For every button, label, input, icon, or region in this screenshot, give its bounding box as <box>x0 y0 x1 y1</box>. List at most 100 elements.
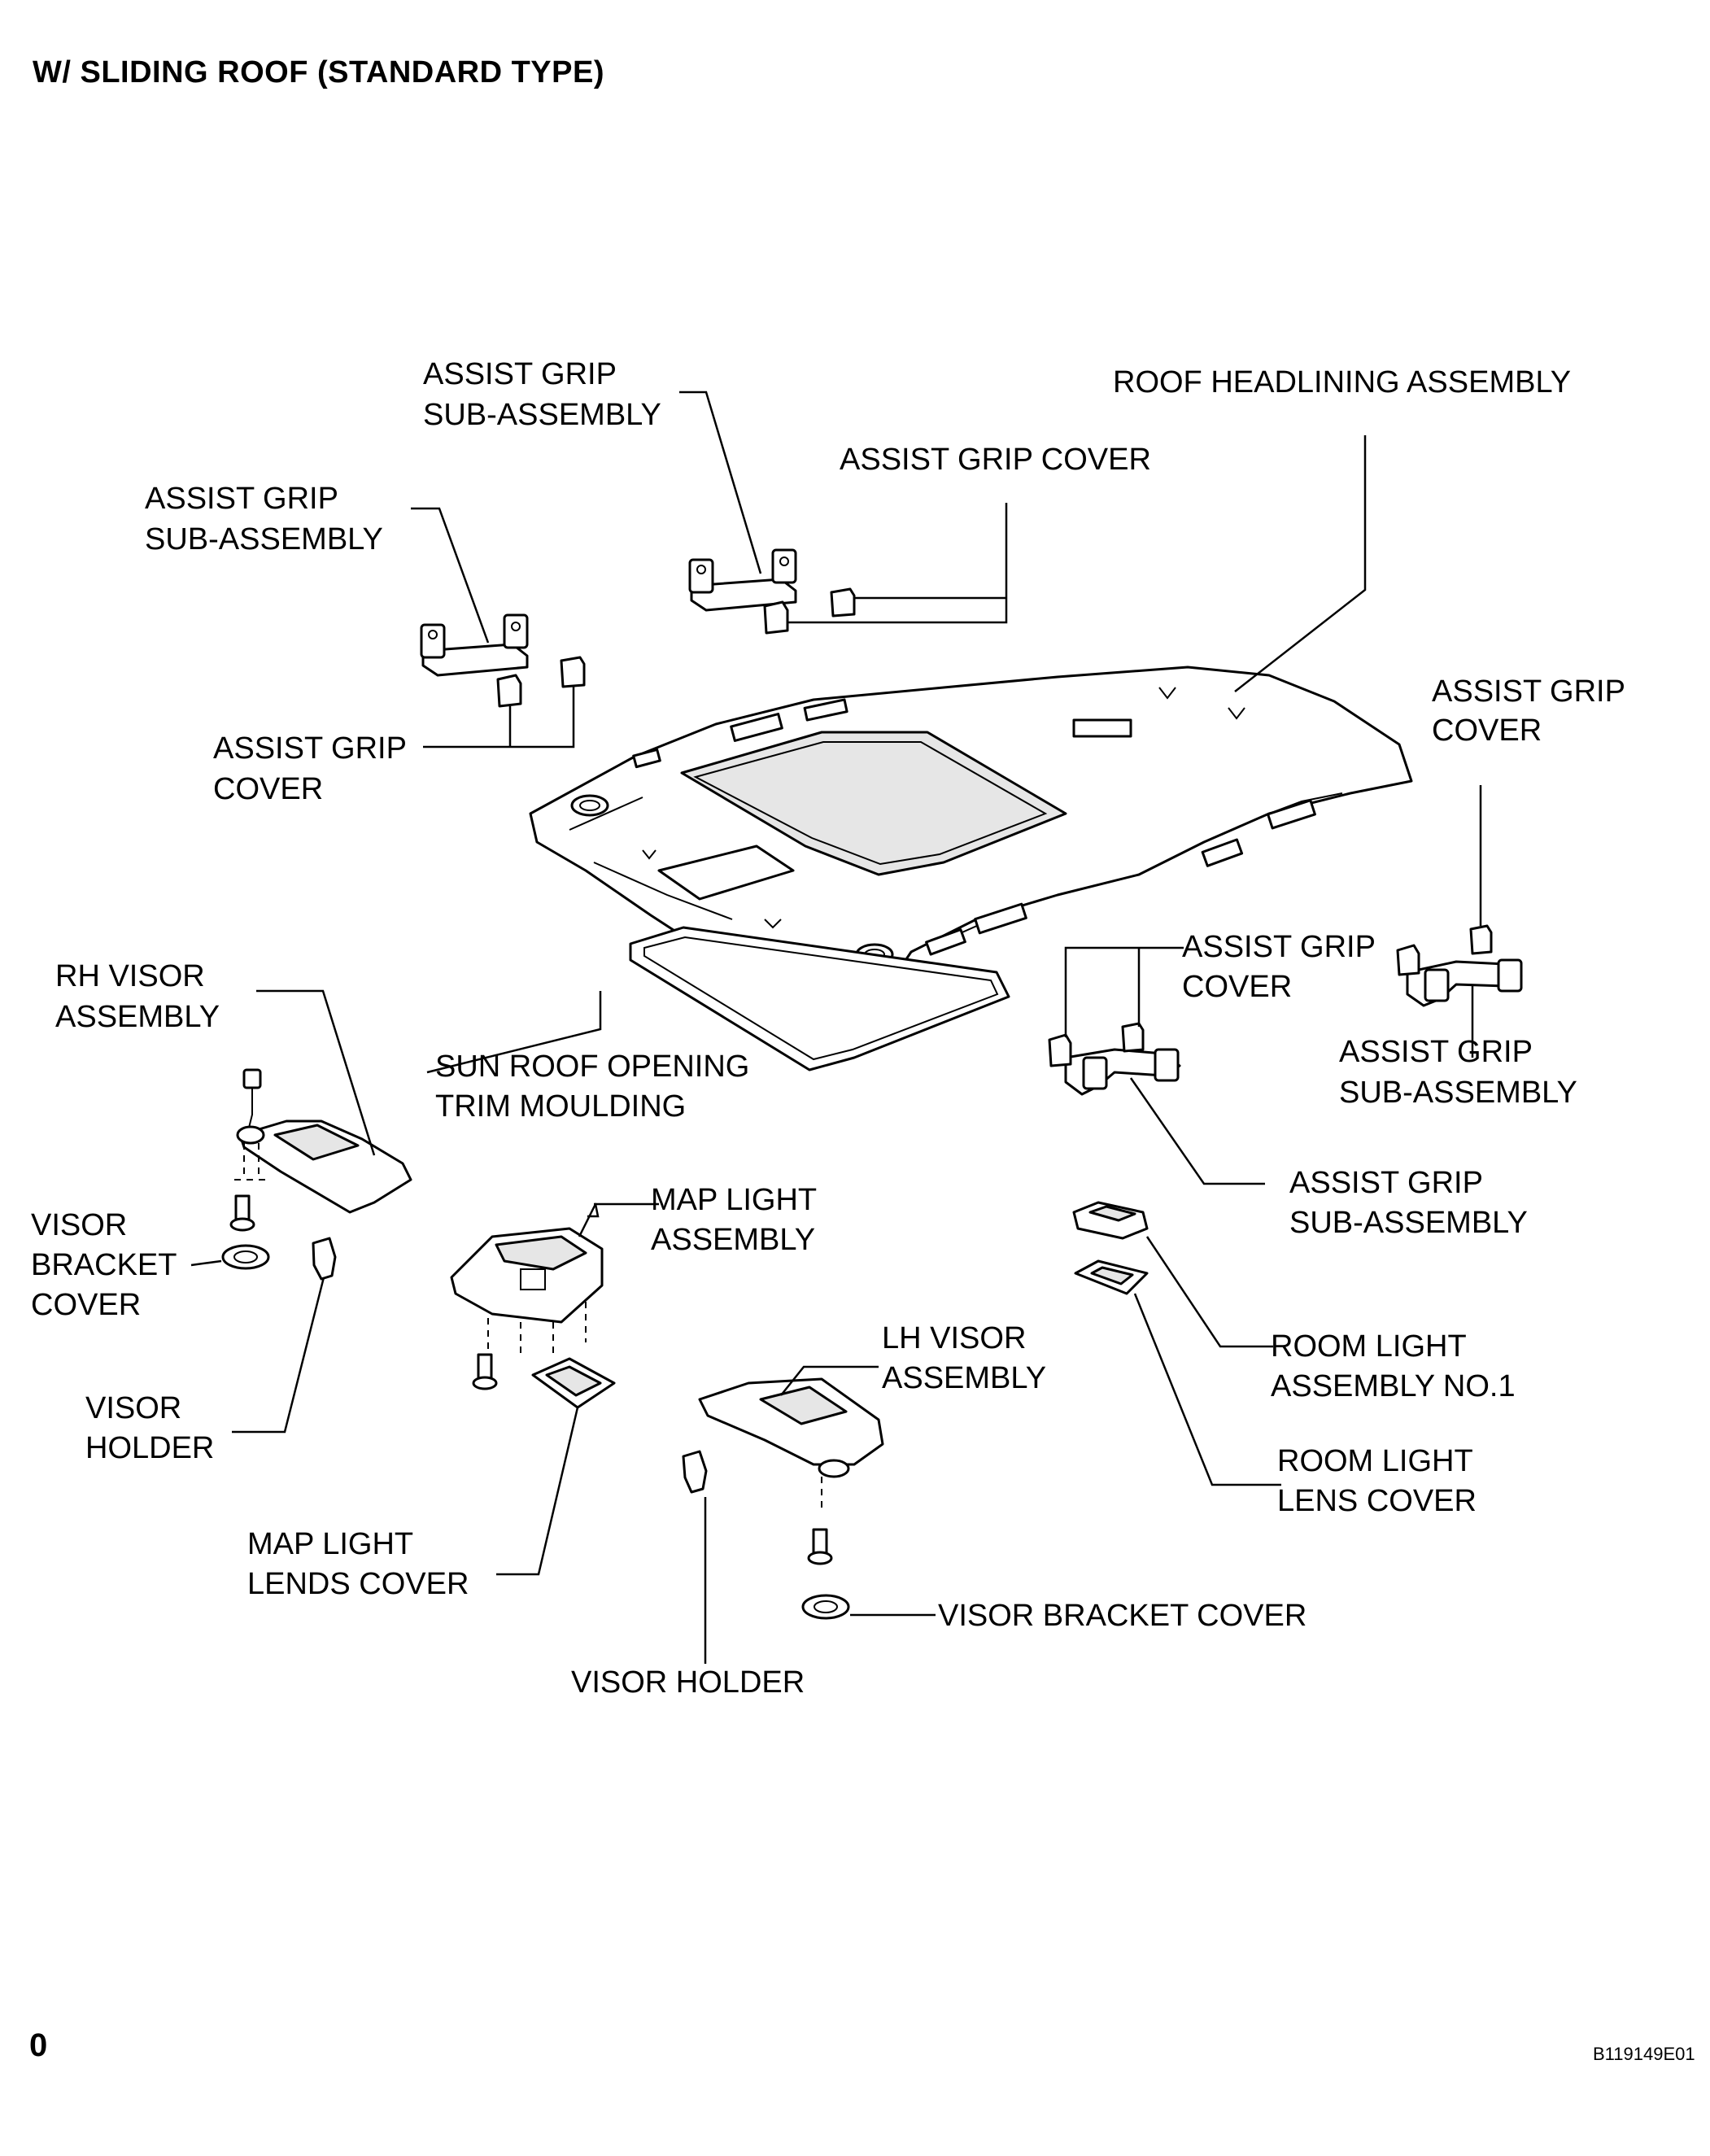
visor-holder-bottom <box>682 1450 708 1494</box>
svg-text:VISOR BRACKET COVER: VISOR BRACKET COVER <box>938 1599 1306 1633</box>
assist-grip-sub-assembly-right <box>1406 958 1523 1007</box>
label-line: COVER <box>1432 714 1542 748</box>
label-visor-holder-left: VISOR HOLDER <box>85 1391 214 1465</box>
svg-text:BRACKET: BRACKET <box>31 1248 177 1282</box>
lh-visor-assembly <box>698 1377 884 1513</box>
svg-text:ASSIST GRIP: ASSIST GRIP <box>1339 1035 1533 1069</box>
label-line: COVER <box>213 772 323 806</box>
label-assist-grip-cover-left: ASSIST GRIP COVER <box>213 731 407 806</box>
label-line: SUB-ASSEMBLY <box>423 398 661 432</box>
diagram-title: W/ SLIDING ROOF (STANDARD TYPE) <box>33 55 604 89</box>
svg-text:COVER: COVER <box>31 1288 141 1322</box>
assist-grip-sub-assembly-middle <box>1064 1048 1181 1096</box>
label-room-light-lens: ROOM LIGHT LENS COVER <box>1277 1444 1477 1518</box>
svg-text:RH VISOR: RH VISOR <box>55 959 205 993</box>
visor-holder-left <box>312 1237 337 1281</box>
label-line: MAP LIGHT <box>651 1183 817 1217</box>
svg-text:ASSIST GRIP: ASSIST GRIP <box>145 482 338 516</box>
label-visor-bracket-cover-left: VISOR BRACKET COVER <box>31 1208 177 1322</box>
svg-text:ROOM LIGHT: ROOM LIGHT <box>1271 1329 1467 1364</box>
label-line: VISOR HOLDER <box>571 1665 805 1700</box>
map-light-lens-cover <box>531 1357 616 1409</box>
label-line: SUB-ASSEMBLY <box>1339 1076 1577 1110</box>
label-assist-grip-sub-mid: ASSIST GRIP SUB-ASSEMBLY <box>1289 1166 1528 1240</box>
label-line: ASSIST GRIP <box>145 482 338 516</box>
label-line: ASSIST GRIP COVER <box>840 443 1151 477</box>
visor-bracket-cover-bottom <box>801 1594 850 1620</box>
room-light-lens-cover <box>1074 1259 1149 1295</box>
assist-grip-cover-right <box>1396 924 1493 976</box>
svg-text:VISOR: VISOR <box>85 1391 181 1425</box>
assist-grip-cover-middle <box>1048 1022 1145 1067</box>
leader-lines <box>190 391 1482 1664</box>
room-light-assembly-no1 <box>1072 1201 1149 1240</box>
svg-text:TRIM MOULDING: TRIM MOULDING <box>435 1089 686 1124</box>
label-line: ROOM LIGHT <box>1277 1444 1473 1478</box>
label-line: ASSIST GRIP <box>1339 1035 1533 1069</box>
label-line: SUB-ASSEMBLY <box>145 522 383 556</box>
label-line: COVER <box>1182 970 1292 1004</box>
assist-grip-sub-assembly-top <box>688 548 797 612</box>
figure-id: B119149E01 <box>1593 2044 1695 2064</box>
label-rh-visor: RH VISOR ASSEMBLY <box>55 959 220 1034</box>
label-line: ASSIST GRIP <box>1432 674 1625 709</box>
label-sun-roof-trim: SUN ROOF OPENING TRIM MOULDING <box>435 1050 749 1124</box>
page-number: 0 <box>29 2027 48 2063</box>
label-line: ASSEMBLY <box>55 1000 220 1034</box>
label-assist-grip-sub-top: ASSIST GRIP SUB-ASSEMBLY <box>423 357 661 432</box>
label-line: RH VISOR <box>55 959 205 993</box>
label-line: ASSIST GRIP <box>1289 1166 1483 1200</box>
visor-bracket-cover-left <box>221 1244 270 1270</box>
label-map-light: MAP LIGHT ASSEMBLY <box>651 1183 817 1257</box>
label-line: BRACKET <box>31 1248 177 1282</box>
label-line: LENS COVER <box>1277 1484 1477 1518</box>
label-map-light-lens: MAP LIGHT LENDS COVER <box>247 1527 469 1601</box>
label-roof-headlining: ROOF HEADLINING ASSEMBLY <box>1113 365 1571 399</box>
label-line: SUN ROOF OPENING <box>435 1050 749 1084</box>
svg-text:ASSIST GRIP: ASSIST GRIP <box>423 357 617 391</box>
svg-text:MAP LIGHT: MAP LIGHT <box>651 1183 817 1217</box>
label-line: VISOR BRACKET COVER <box>938 1599 1306 1633</box>
label-line: LENDS COVER <box>247 1567 469 1601</box>
svg-text:ASSEMBLY NO.1: ASSEMBLY NO.1 <box>1271 1369 1516 1403</box>
label-line: HOLDER <box>85 1431 214 1465</box>
svg-text:ASSEMBLY: ASSEMBLY <box>882 1361 1046 1395</box>
svg-text:SUB-ASSEMBLY: SUB-ASSEMBLY <box>1339 1076 1577 1110</box>
svg-text:MAP LIGHT: MAP LIGHT <box>247 1527 413 1561</box>
svg-text:SUB-ASSEMBLY: SUB-ASSEMBLY <box>1289 1206 1528 1240</box>
label-line: ASSEMBLY <box>651 1223 815 1257</box>
label-assist-grip-cover-top: ASSIST GRIP COVER <box>840 443 1151 477</box>
svg-text:ASSIST GRIP: ASSIST GRIP <box>1182 930 1376 964</box>
assist-grip-cover-left <box>496 656 586 708</box>
label-lh-visor: LH VISOR ASSEMBLY <box>882 1321 1046 1395</box>
label-line: ROOF HEADLINING ASSEMBLY <box>1113 365 1571 399</box>
label-line: VISOR <box>85 1391 181 1425</box>
svg-text:COVER: COVER <box>1432 714 1542 748</box>
label-line: ASSIST GRIP <box>1182 930 1376 964</box>
visor-screw-lh <box>807 1528 833 1565</box>
svg-text:VISOR HOLDER: VISOR HOLDER <box>571 1665 805 1700</box>
svg-text:ASSEMBLY: ASSEMBLY <box>55 1000 220 1034</box>
svg-text:HOLDER: HOLDER <box>85 1431 214 1465</box>
assist-grip-sub-assembly-left <box>420 613 529 677</box>
map-light-assembly <box>450 1227 604 1355</box>
svg-text:ASSIST GRIP: ASSIST GRIP <box>1432 674 1625 709</box>
label-line: COVER <box>31 1288 141 1322</box>
svg-text:ROOM LIGHT: ROOM LIGHT <box>1277 1444 1473 1478</box>
sun-roof-opening-trim-moulding <box>629 926 1010 1071</box>
svg-text:VISOR: VISOR <box>31 1208 127 1242</box>
svg-text:COVER: COVER <box>213 772 323 806</box>
label-line: ROOM LIGHT <box>1271 1329 1467 1364</box>
label-line: TRIM MOULDING <box>435 1089 686 1124</box>
label-line: ASSIST GRIP <box>213 731 407 766</box>
rh-visor-assembly <box>234 1068 412 1214</box>
label-line: VISOR <box>31 1208 127 1242</box>
svg-text:SUB-ASSEMBLY: SUB-ASSEMBLY <box>145 522 383 556</box>
label-assist-grip-cover-right: ASSIST GRIP COVER <box>1432 674 1625 748</box>
assist-grip-cover-top <box>763 587 856 635</box>
svg-text:LH VISOR: LH VISOR <box>882 1321 1026 1355</box>
visor-screw-left <box>229 1194 255 1232</box>
svg-text:ASSEMBLY: ASSEMBLY <box>651 1223 815 1257</box>
label-assist-grip-cover-mid: ASSIST GRIP COVER <box>1182 930 1376 1004</box>
